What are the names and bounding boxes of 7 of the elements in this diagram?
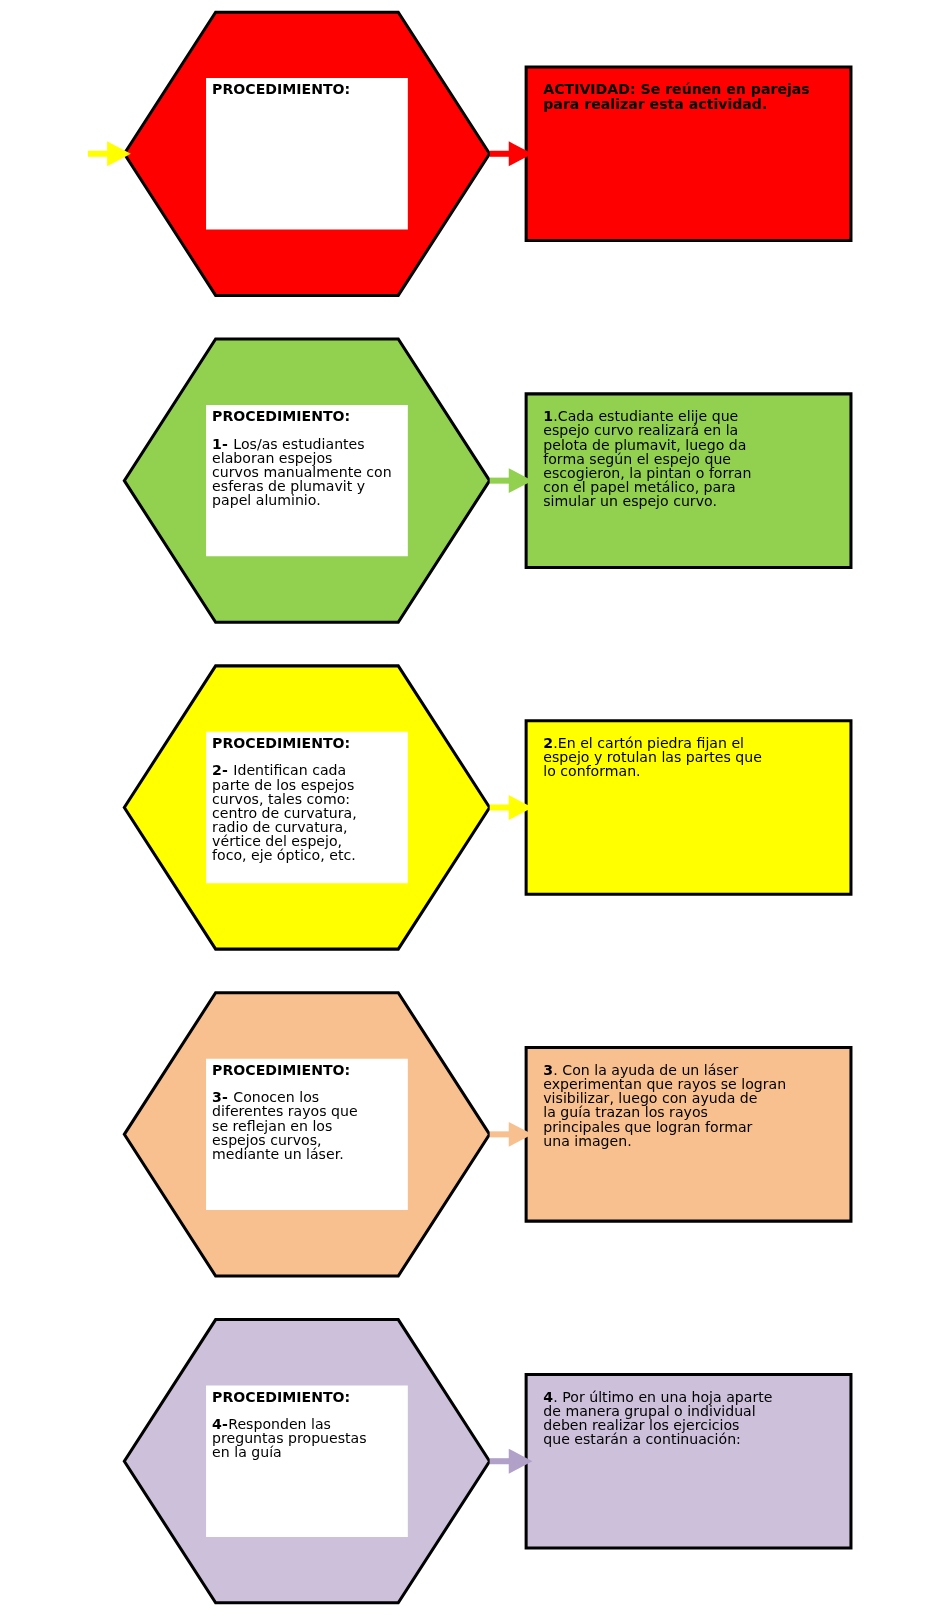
arrow: [489, 1448, 533, 1474]
node-box: 1.Cada estudiante elije que espejo curvo realizará en la pelota de plumavit, luego da forma según el espejo que escogieron, la pintan o forran con el papel metálico, para simular un espejo curvo.: [524, 392, 853, 569]
node-box: 2.En el cartón piedra fijan el espejo y rotulan las partes que lo conforman.: [524, 719, 853, 896]
arrow: [87, 141, 131, 167]
node-box: 3. Con la ayuda de un láser experimentan que rayos se logran visibilizar, luego con ayuda de la guía trazan los rayos principales que logran formar una imagen.: [524, 1046, 853, 1223]
node-box: ACTIVIDAD: Se reúnen en parejas para realizar esta actividad.: [524, 65, 853, 243]
node-box: 4. Por último en una hoja aparte de manera grupal o individual deben realizar los ejercicios que estarán a continuación:: [524, 1372, 853, 1550]
